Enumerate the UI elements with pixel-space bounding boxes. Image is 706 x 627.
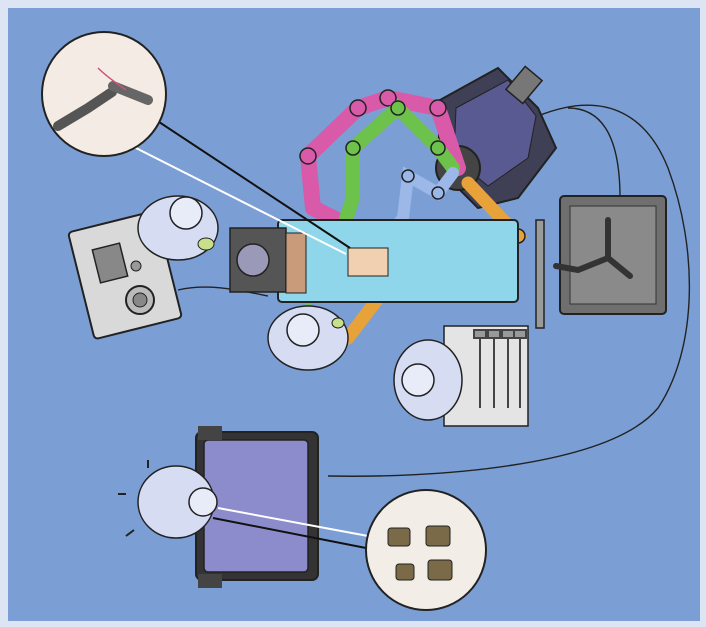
vision-cart-arm <box>553 217 611 274</box>
patient-table <box>229 219 519 303</box>
anesthesiologist <box>137 195 219 261</box>
console-view-inset <box>212 489 487 611</box>
vision-cart-screen <box>535 219 545 329</box>
cable-anesthesia <box>177 286 269 297</box>
bedside-surgeon <box>267 305 349 371</box>
cable-robot-to-vision <box>327 104 691 477</box>
cables <box>177 104 691 477</box>
surgical-site <box>347 247 389 277</box>
patient-head <box>236 243 270 277</box>
cable-vision-to-screen <box>567 107 621 199</box>
magnified-instrument-inset <box>41 31 351 255</box>
table-top <box>277 219 519 303</box>
patient-drape <box>285 232 307 294</box>
surgical-robot <box>299 65 558 345</box>
robot-handle <box>504 65 544 105</box>
arm-magenta <box>299 89 466 231</box>
surgeon-console <box>118 426 319 588</box>
vision-cart-inner <box>569 205 657 305</box>
vision-cart <box>535 195 667 329</box>
operating-room-diagram <box>8 8 700 621</box>
operating-room-illustration <box>41 31 691 611</box>
scrub-nurse-station <box>393 325 529 427</box>
